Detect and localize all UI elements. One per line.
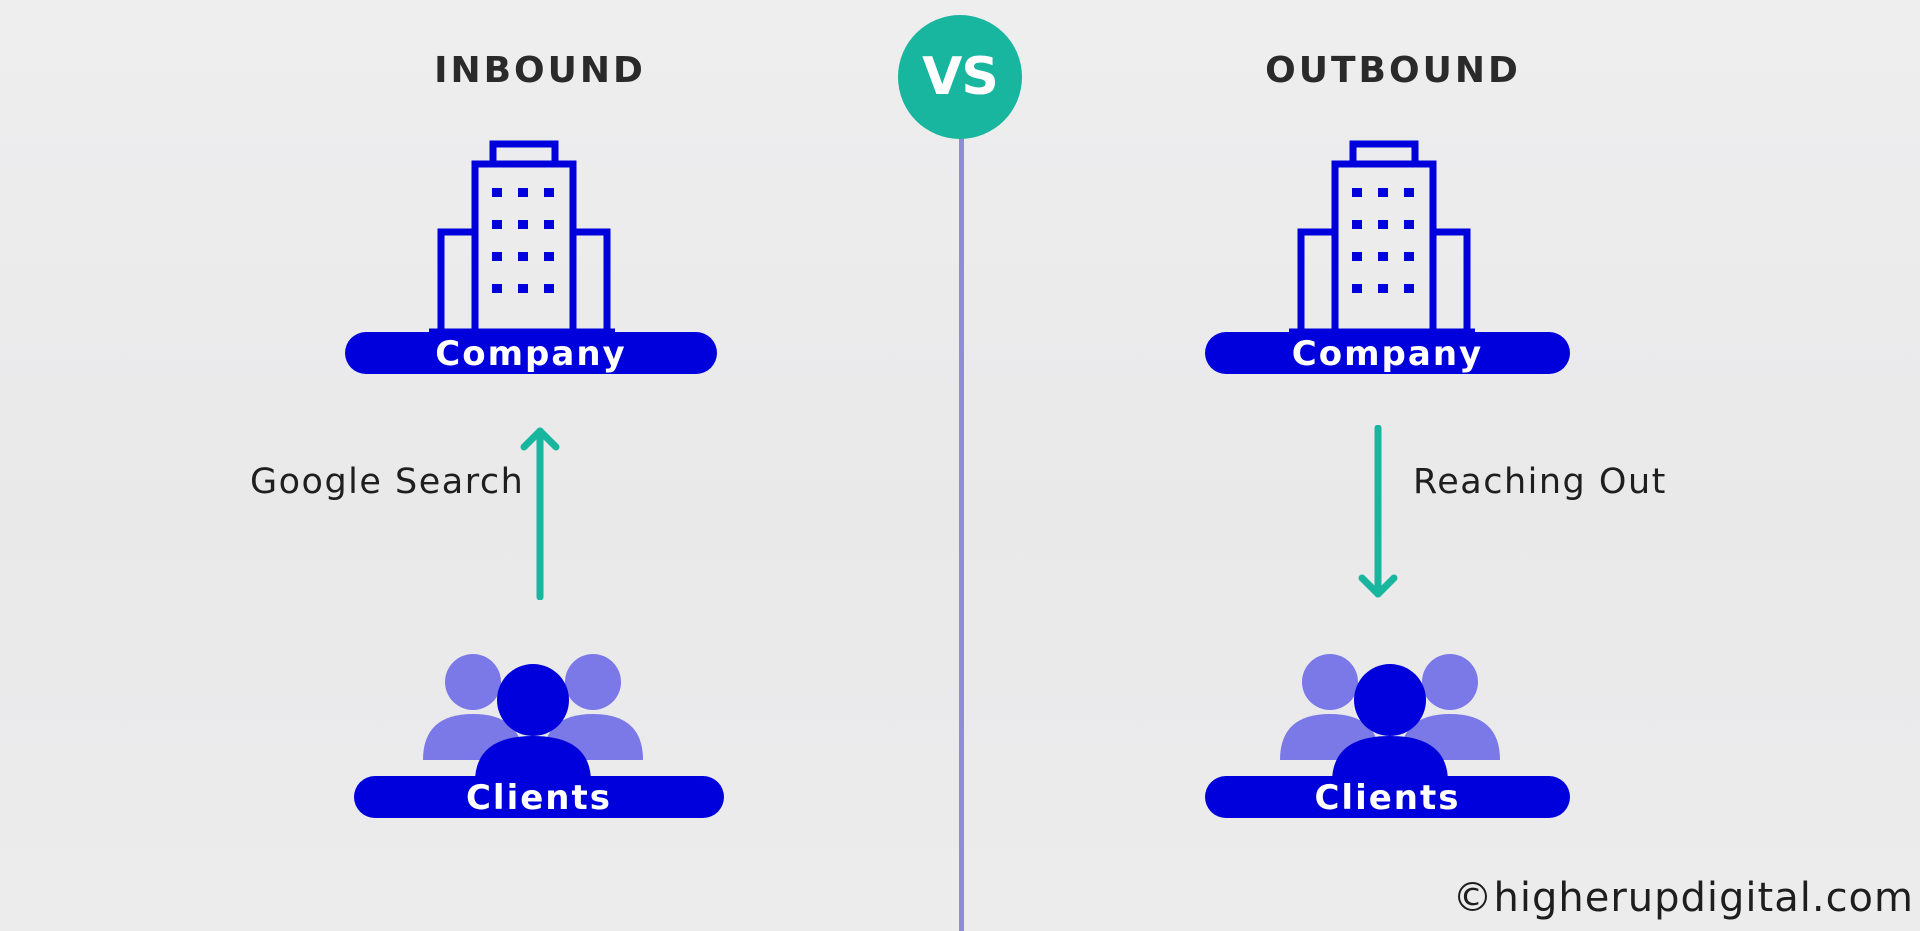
inbound-clients-label: Clients (354, 776, 724, 818)
building-icon (429, 140, 615, 335)
outbound-clients-label: Clients (1205, 776, 1570, 818)
inbound-company-label: Company (345, 332, 717, 374)
people-icon (423, 654, 643, 782)
arrow-up-icon (520, 427, 560, 600)
copyright-credit: ©higherupdigital.com (1452, 875, 1914, 921)
outbound-arrow-label: Reaching Out (1413, 462, 1667, 502)
vs-badge: VS (898, 15, 1022, 139)
outbound-company-label: Company (1205, 332, 1570, 374)
inbound-arrow-label: Google Search (250, 462, 525, 502)
inbound-heading: INBOUND (434, 50, 646, 91)
arrow-down-icon (1358, 425, 1398, 598)
building-icon (1289, 140, 1475, 335)
people-icon (1280, 654, 1500, 782)
outbound-heading: OUTBOUND (1265, 50, 1521, 91)
center-divider (959, 130, 964, 931)
